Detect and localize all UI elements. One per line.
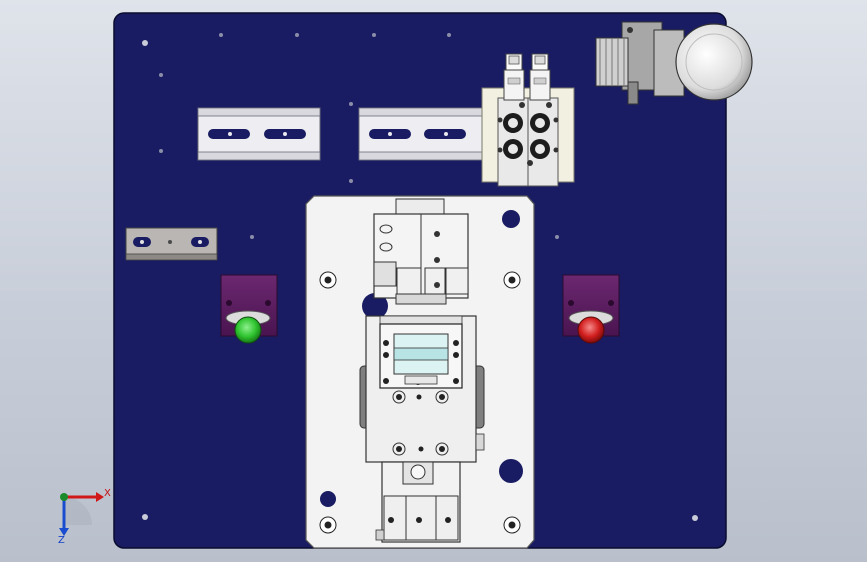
motor-body [675,23,753,101]
mounting-hole [692,515,698,521]
x-axis-label: X [104,488,111,499]
start-button-cap[interactable] [234,316,262,344]
solenoid-coil [503,53,525,101]
motor-assembly[interactable] [595,21,753,105]
mounting-hole [142,40,148,46]
valve-ports [497,102,559,166]
stop-button[interactable] [562,274,620,344]
solenoid-valve-block[interactable] [481,53,575,187]
lower-cylinder[interactable] [375,461,461,543]
locating-hole [499,459,523,483]
din-rail-left[interactable] [197,107,321,161]
product-nest[interactable] [379,323,463,389]
din-rail-right[interactable] [358,107,484,161]
locating-hole [320,491,336,507]
upper-cylinder[interactable] [373,198,469,305]
mounting-hole [142,514,148,520]
locating-hole [362,293,388,319]
mounting-bracket[interactable] [125,227,218,261]
stop-button-cap[interactable] [577,316,605,344]
orientation-triad: X Z [58,488,111,546]
z-axis-label: Z [58,535,65,546]
z-axis-dot [60,493,68,501]
solenoid-coil [529,53,551,101]
locating-hole [502,210,520,228]
start-button[interactable] [220,274,278,344]
